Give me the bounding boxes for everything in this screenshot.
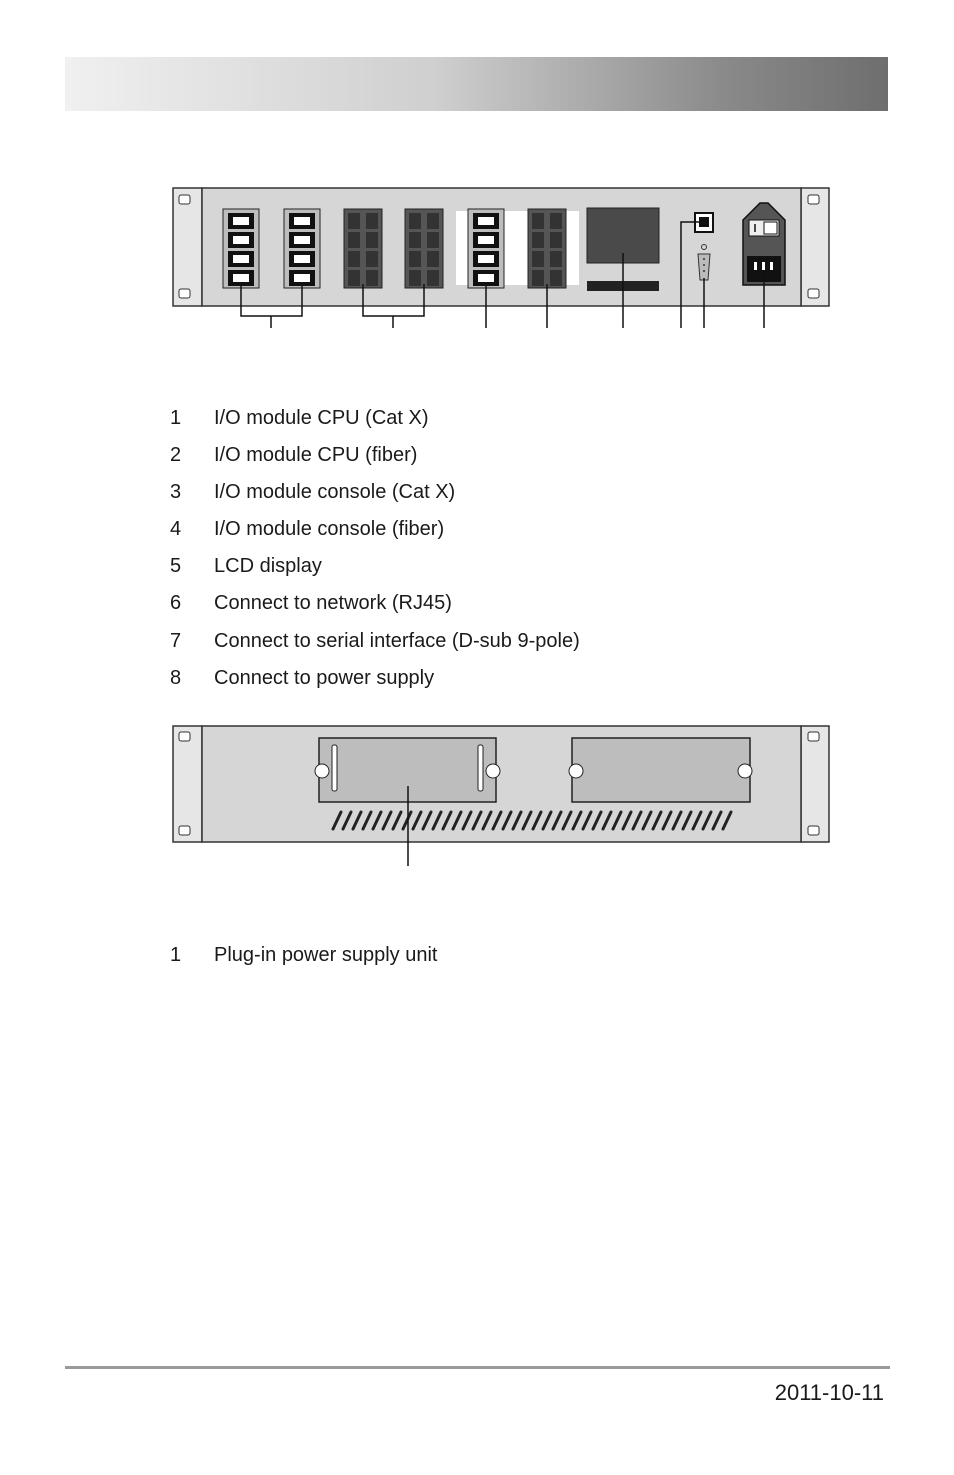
ventilation-slots xyxy=(331,810,733,831)
io-module-cpu-catx-a xyxy=(222,208,260,289)
item-label: I/O module console (fiber) xyxy=(214,518,445,541)
item-number: 1 xyxy=(170,944,182,966)
item-number: 6 xyxy=(170,592,182,615)
item-label: Plug-in power supply unit xyxy=(214,944,438,966)
plug-in-power-supply-unit-b xyxy=(568,737,753,803)
rack-ear-left xyxy=(172,725,203,843)
item-label: Connect to serial interface (D-sub 9-pol… xyxy=(214,629,580,652)
callout-lines xyxy=(240,221,765,328)
item-number: 1 xyxy=(170,407,182,429)
item-number: 4 xyxy=(170,518,182,541)
io-module-console-fiber xyxy=(527,208,567,289)
rack-ear-right xyxy=(800,187,830,307)
header-bar xyxy=(65,57,888,111)
item-number: 8 xyxy=(170,666,182,689)
rack-ear-left xyxy=(172,187,203,307)
item-number: 7 xyxy=(170,629,182,652)
io-module-cpu-fiber-b xyxy=(404,208,444,289)
io-module-cpu-catx-b xyxy=(283,208,321,289)
footer-date: 2011-10-11 xyxy=(774,1380,884,1405)
item-number: 5 xyxy=(170,555,182,578)
io-module-console-catx xyxy=(467,208,505,289)
item-number: 3 xyxy=(170,481,182,504)
rack-ear-right xyxy=(800,725,830,843)
rear-panel-figure xyxy=(172,725,830,866)
item-label: I/O module CPU (Cat X) xyxy=(214,407,429,429)
item-label: Connect to network (RJ45) xyxy=(214,592,452,615)
front-panel-figure xyxy=(172,187,830,328)
item-number: 2 xyxy=(170,444,182,467)
item-label: I/O module console (Cat X) xyxy=(214,481,456,504)
item-label: LCD display xyxy=(214,555,322,578)
footer-rule xyxy=(65,1366,890,1369)
dsub-serial-port xyxy=(697,253,711,281)
item-label: I/O module CPU (fiber) xyxy=(214,444,418,467)
item-label: Connect to power supply xyxy=(214,666,435,689)
io-module-cpu-fiber-a xyxy=(343,208,383,289)
